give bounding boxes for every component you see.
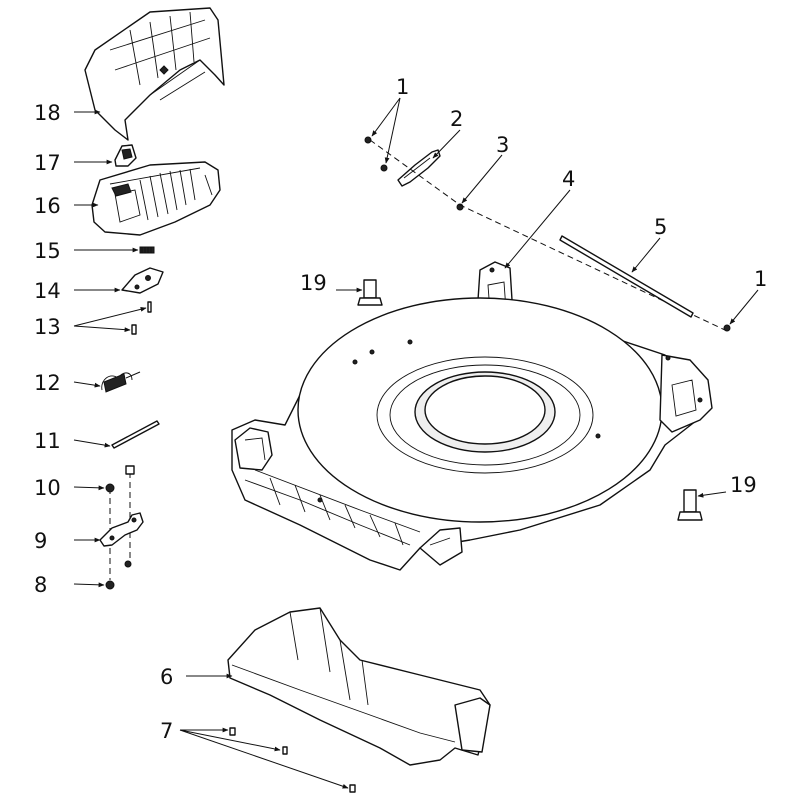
callout-1-right: 1 bbox=[754, 267, 767, 291]
part-19-bolt-left bbox=[357, 279, 383, 306]
callout-12: 12 bbox=[34, 371, 61, 395]
callout-19-left: 19 bbox=[300, 271, 327, 295]
part-1-screw-right bbox=[723, 324, 731, 332]
callout-1-top: 1 bbox=[396, 75, 409, 99]
part-5-axle-rod bbox=[559, 235, 694, 318]
callout-16: 16 bbox=[34, 194, 61, 218]
callout-4: 4 bbox=[562, 167, 575, 191]
part-9-bracket-assembly bbox=[99, 465, 144, 590]
callout-10: 10 bbox=[34, 476, 61, 500]
callout-8: 8 bbox=[34, 573, 47, 597]
part-4-mower-deck bbox=[231, 261, 713, 571]
part-16-handle-cover bbox=[91, 161, 221, 236]
callout-labels: 18 17 16 15 14 13 12 11 10 9 8 6 7 1 2 3… bbox=[34, 75, 767, 743]
callout-14: 14 bbox=[34, 279, 61, 303]
callout-2: 2 bbox=[450, 107, 463, 131]
part-18-rear-flap bbox=[84, 7, 225, 141]
part-2-adjust-plate bbox=[397, 149, 441, 187]
axis-line-top bbox=[369, 139, 726, 331]
part-12-torsion-spring bbox=[101, 371, 141, 393]
part-15-spring bbox=[139, 246, 155, 254]
callout-6: 6 bbox=[160, 665, 173, 689]
leader-lines bbox=[73, 97, 759, 789]
part-11-rod bbox=[111, 420, 160, 449]
callout-3: 3 bbox=[496, 133, 509, 157]
part-13-pins bbox=[131, 301, 152, 335]
part-1-screws-top bbox=[364, 136, 388, 172]
callout-19-right: 19 bbox=[730, 473, 757, 497]
callout-11: 11 bbox=[34, 429, 61, 453]
part-17-clip bbox=[114, 144, 137, 167]
part-19-bolt-right bbox=[677, 489, 703, 521]
part-7-pins bbox=[229, 727, 356, 793]
callout-15: 15 bbox=[34, 239, 61, 263]
callout-7: 7 bbox=[160, 719, 173, 743]
callout-17: 17 bbox=[34, 151, 61, 175]
callout-13: 13 bbox=[34, 315, 61, 339]
callout-18: 18 bbox=[34, 101, 61, 125]
part-6-front-guard bbox=[227, 607, 491, 766]
callout-5: 5 bbox=[654, 215, 667, 239]
callout-9: 9 bbox=[34, 529, 47, 553]
part-14-latch-plate bbox=[121, 267, 164, 294]
